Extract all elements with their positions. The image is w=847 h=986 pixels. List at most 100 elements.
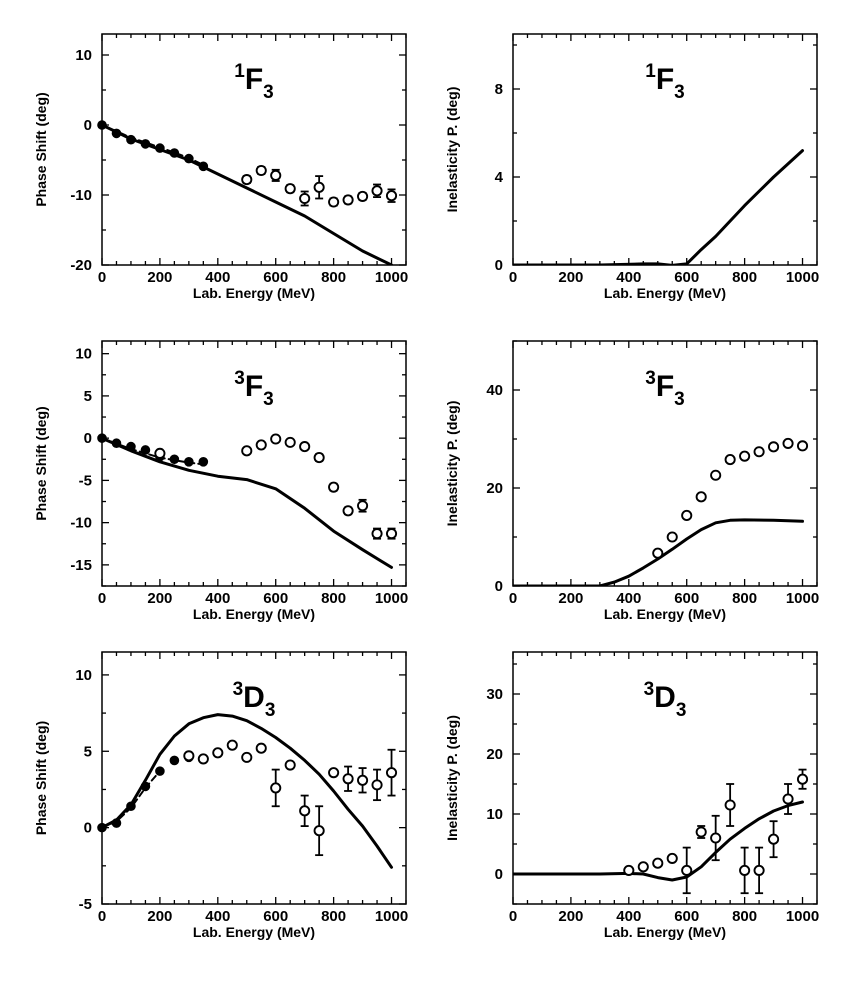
x-axis-label: Lab. Energy (MeV) [193, 285, 315, 301]
y-tick-label: 5 [84, 388, 92, 405]
data-point-open [226, 739, 238, 751]
x-tick-label: 1000 [375, 908, 408, 925]
x-tick-label: 0 [509, 590, 517, 607]
data-point-open [284, 436, 296, 448]
title-letter: F [245, 370, 263, 403]
data-point-filled [140, 139, 151, 149]
data-point-open [666, 531, 678, 543]
data-point-open [241, 445, 253, 457]
data-point-open [724, 454, 736, 466]
data-point-open [284, 759, 296, 771]
x-axis-label: Lab. Energy (MeV) [193, 606, 315, 622]
title-subscript: 3 [265, 700, 276, 721]
x-axis-label: Lab. Energy (MeV) [604, 285, 726, 301]
x-tick-label: 1000 [375, 269, 408, 286]
data-point-open [782, 437, 794, 449]
data-point-open [313, 452, 325, 464]
model-curve [102, 713, 393, 869]
data-point-open [652, 857, 664, 869]
y-tick-label: 0 [84, 430, 92, 447]
data-point-open [328, 196, 340, 208]
x-tick-label: 600 [263, 908, 288, 925]
data-point-open [154, 447, 166, 459]
data-point-filled [169, 454, 180, 465]
y-tick-label: -5 [79, 472, 92, 489]
data-point-filled [198, 161, 209, 172]
panel-title: 3F3 [645, 368, 684, 410]
data-point-open [724, 799, 736, 811]
x-tick-label: 600 [674, 269, 699, 286]
x-tick-label: 800 [732, 269, 757, 286]
data-point-open [695, 491, 707, 503]
y-tick-label: -5 [79, 896, 92, 913]
panel-title: 3F3 [234, 368, 273, 410]
y-axis-label: Inelasticity P. (deg) [444, 715, 460, 841]
x-tick-label: 400 [616, 590, 641, 607]
y-tick-label: 20 [486, 746, 503, 763]
data-point-open [637, 861, 649, 873]
x-tick-label: 1000 [375, 590, 408, 607]
x-tick-label: 200 [558, 590, 583, 607]
x-tick-label: 400 [205, 269, 230, 286]
x-tick-label: 600 [674, 908, 699, 925]
data-point-open [371, 779, 383, 791]
data-point-filled [126, 441, 136, 452]
y-tick-label: -10 [70, 515, 92, 532]
data-point-filled [111, 438, 122, 449]
model-curve [513, 149, 804, 265]
title-superscript: 3 [644, 679, 655, 700]
data-point-open [255, 742, 267, 754]
data-point-filled [126, 134, 136, 145]
data-point-open [357, 774, 369, 786]
data-point-open [270, 433, 282, 445]
title-subscript: 3 [674, 82, 685, 103]
x-tick-label: 400 [205, 590, 230, 607]
data-point-open [385, 528, 398, 540]
x-tick-label: 600 [263, 590, 288, 607]
data-point-open [212, 747, 224, 759]
y-axis-label: Inelasticity P. (deg) [444, 87, 460, 213]
dashed-curve [102, 770, 161, 829]
y-axis-label: Phase Shift (deg) [33, 721, 49, 835]
x-tick-label: 0 [98, 269, 106, 286]
data-point-filled [111, 128, 122, 139]
y-tick-label: 5 [84, 743, 92, 760]
data-point-open [739, 450, 751, 462]
data-point-open [270, 169, 282, 181]
panel-title: 1F3 [234, 61, 273, 103]
x-tick-label: 400 [616, 269, 641, 286]
data-point-open [313, 181, 325, 193]
y-tick-label: 0 [495, 257, 503, 274]
x-tick-label: 1000 [786, 908, 819, 925]
data-point-filled [184, 457, 194, 467]
x-tick-label: 200 [147, 908, 172, 925]
data-point-filled [97, 433, 107, 443]
data-point-open [342, 773, 354, 785]
data-point-open [695, 826, 707, 838]
x-tick-label: 200 [147, 590, 172, 607]
data-point-open [328, 481, 340, 493]
x-tick-label: 1000 [786, 269, 819, 286]
x-axis-label: Lab. Energy (MeV) [604, 924, 726, 940]
data-point-open [739, 864, 751, 876]
data-point-open [197, 753, 209, 765]
model-curve [102, 436, 393, 569]
data-point-filled [111, 818, 122, 828]
y-tick-label: 10 [486, 806, 503, 823]
data-point-open [357, 190, 369, 202]
plot-frame [101, 340, 407, 587]
data-point-open [284, 183, 296, 195]
y-tick-label: -15 [70, 557, 92, 574]
data-point-open [313, 825, 325, 837]
y-tick-label: 10 [75, 667, 92, 684]
panel-title: 3D3 [644, 679, 687, 721]
data-point-open [681, 864, 693, 876]
y-tick-label: 10 [75, 47, 92, 64]
data-point-open [796, 440, 809, 452]
data-point-filled [155, 766, 165, 776]
y-tick-label: 0 [84, 820, 92, 837]
data-point-open [666, 852, 678, 864]
